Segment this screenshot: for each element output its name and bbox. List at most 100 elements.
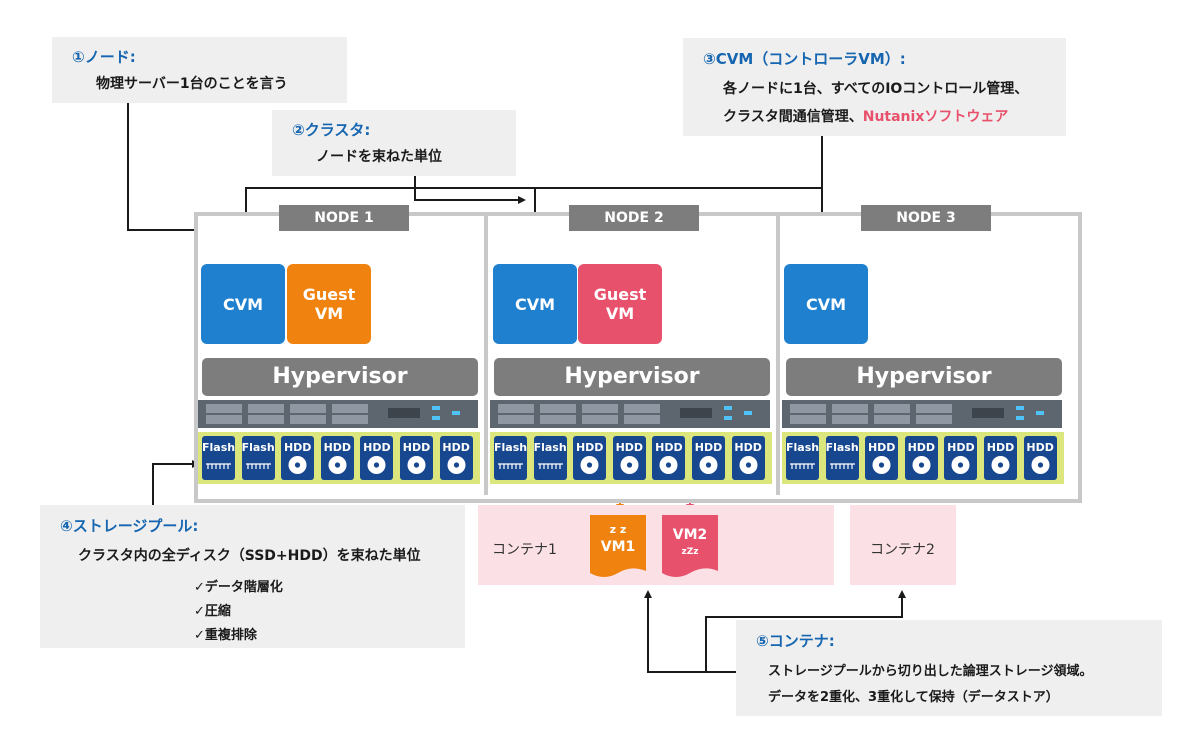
disk-label: HDD <box>694 441 723 454</box>
disk-label: HDD <box>734 441 762 454</box>
container-2-box: コンテナ2 <box>850 505 956 585</box>
hdd-platter-icon <box>620 456 639 474</box>
disk-label: Flash <box>494 441 528 454</box>
cluster-callout-title: ②クラスタ: <box>292 121 371 139</box>
cvm-callout-text-2: クラスタ間通信管理、Nutanixソフトウェア <box>723 109 1009 125</box>
disk-label: HDD <box>363 441 391 454</box>
hdd-platter-icon <box>447 456 466 474</box>
disk-label: Flash <box>825 441 859 454</box>
hdd-platter-icon <box>912 456 931 474</box>
flash-chip-icon <box>245 463 271 469</box>
flash-chip-icon <box>206 463 231 469</box>
node-callout-title: ①ノード: <box>72 48 136 66</box>
cluster-arrow-bracket <box>414 176 526 204</box>
hdd-platter-icon <box>991 456 1010 474</box>
vm2-file: VM2 zZz <box>662 515 718 579</box>
hdd-platter-icon <box>367 456 386 474</box>
node-divider-1 <box>484 212 488 495</box>
flash-disk: Flash <box>494 436 527 480</box>
flash-chip-icon <box>498 463 523 469</box>
server-chassis-icon <box>206 404 460 424</box>
flash-disk: Flash <box>825 436 859 480</box>
disk-label: Flash <box>786 441 820 454</box>
storage-pool-callout-text: クラスタ内の全ディスク（SSD+HDD）を束ねた単位 <box>78 548 421 564</box>
hypervisor-bar-node2: Hypervisor <box>494 358 770 396</box>
flash-disk: Flash <box>241 436 275 480</box>
disk-label: HDD <box>442 441 470 454</box>
container-callout-text-1: ストレージプールから切り出した論理ストレージ領域。 <box>768 664 1093 679</box>
flash-chip-icon <box>790 463 815 469</box>
cvm-callout-text-1: 各ノードに1台、すべてのIOコントロール管理、 <box>723 81 1029 97</box>
hdd-disk: HDD <box>360 436 394 480</box>
storage-pool-callout: ④ストレージプール: クラスタ内の全ディスク（SSD+HDD）を束ねた単位 ✓デ… <box>40 505 465 648</box>
hdd-disk: HDD <box>984 436 1017 480</box>
container-arrow-2 <box>705 590 906 672</box>
disk-label: HDD <box>575 441 604 454</box>
hdd-platter-icon <box>288 456 307 474</box>
vm1-label: VM1 <box>600 539 636 555</box>
node-callout-text: 物理サーバー1台のことを言う <box>96 76 288 92</box>
container-1-label: コンテナ1 <box>492 542 557 558</box>
hdd-disk: HDD <box>731 436 765 480</box>
disk-label: HDD <box>655 441 683 454</box>
hdd-disk: HDD <box>1023 436 1057 480</box>
hdd-platter-icon <box>951 456 970 474</box>
disk-label: Flash <box>533 441 567 454</box>
container-callout: ⑤コンテナ: ストレージプールから切り出した論理ストレージ領域。 データを2重化… <box>736 620 1162 716</box>
hdd-platter-icon <box>1031 456 1050 474</box>
hdd-disk: HDD <box>692 436 725 480</box>
node-arrow <box>127 103 240 234</box>
hdd-platter-icon <box>328 456 347 474</box>
cvm-box-node3: CVM <box>784 264 868 344</box>
container-callout-title: ⑤コンテナ: <box>756 632 835 650</box>
disk-label: HDD <box>907 441 936 454</box>
flash-chip-icon <box>829 463 855 469</box>
hdd-platter-icon <box>872 456 891 474</box>
server-chassis-node2 <box>490 400 770 428</box>
disk-label: Flash <box>241 441 275 454</box>
hdd-disk: HDD <box>612 436 646 480</box>
hdd-disk: HDD <box>652 436 686 480</box>
hdd-disk: HDD <box>400 436 433 480</box>
flash-disk: Flash <box>786 436 819 480</box>
disk-label: HDD <box>615 441 644 454</box>
hypervisor-bar-node3: Hypervisor <box>786 358 1062 396</box>
hdd-disk: HDD <box>281 436 315 480</box>
disk-strip-node2: Flash Flash HDD HDD HDD HDD HDD <box>490 432 772 484</box>
disk-label: HDD <box>283 441 312 454</box>
server-chassis-icon <box>498 404 752 424</box>
hdd-disk: HDD <box>904 436 938 480</box>
container-1-box: コンテナ1 <box>478 505 834 585</box>
cluster-callout: ②クラスタ: ノードを束ねた単位 <box>272 110 516 176</box>
hdd-disk: HDD <box>439 436 473 480</box>
node-divider-2 <box>776 212 780 495</box>
container-callout-text-2: データを2重化、3重化して保持（データストア） <box>768 690 1059 705</box>
hypervisor-bar-node1: Hypervisor <box>202 358 478 396</box>
disk-label: HDD <box>1026 441 1054 454</box>
cluster-callout-text: ノードを束ねた単位 <box>316 149 442 165</box>
hdd-disk: HDD <box>320 436 354 480</box>
vm1-file: z z VM1 <box>590 515 646 579</box>
disk-label: HDD <box>867 441 896 454</box>
storage-pool-check-2: ✓圧縮 <box>194 604 231 619</box>
node-label-1: NODE 1 <box>279 205 409 231</box>
storage-pool-arrow <box>152 460 200 505</box>
hdd-disk: HDD <box>944 436 978 480</box>
server-chassis-icon <box>790 404 1044 424</box>
vm1-zz: z z <box>609 523 627 536</box>
vm2-file-icon <box>662 515 718 577</box>
hdd-platter-icon <box>659 456 678 474</box>
disk-label: HDD <box>947 441 975 454</box>
hdd-platter-icon <box>699 456 718 474</box>
hdd-disk: HDD <box>573 436 607 480</box>
flash-disk: Flash <box>533 436 567 480</box>
disk-label: HDD <box>402 441 431 454</box>
container-2-label: コンテナ2 <box>870 542 935 558</box>
node-callout: ①ノード: 物理サーバー1台のことを言う <box>52 37 347 103</box>
vm2-label: VM2 <box>672 527 708 543</box>
hdd-platter-icon <box>739 456 758 474</box>
disk-label: HDD <box>323 441 352 454</box>
